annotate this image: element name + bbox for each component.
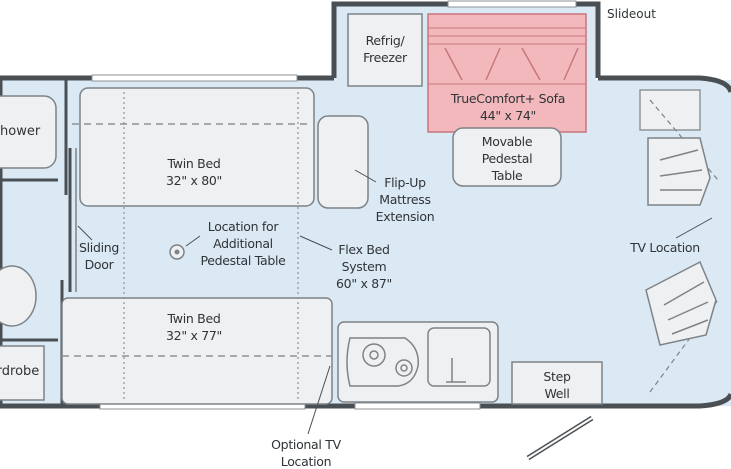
twin-bed-bottom-label-2: 32" x 77" (166, 328, 222, 343)
passenger-seat (645, 260, 717, 346)
sink (427, 327, 491, 387)
optional-tv-label-1: Optional TV (271, 437, 341, 452)
wardrobe-label: Wardrobe (0, 364, 39, 379)
sofa-label-2: 44" x 74" (480, 108, 536, 123)
twin-bed-bottom: Twin Bed 32" x 77" (61, 297, 333, 405)
flexbed-label-2: System (342, 259, 387, 274)
location-label-2: Additional (213, 236, 273, 251)
shower: Shower (0, 95, 57, 169)
movable-label-1: Movable (482, 134, 533, 149)
twin-bed-bottom-label-1: Twin Bed (167, 311, 221, 326)
movable-label-3: Table (491, 168, 523, 183)
stove (346, 337, 419, 387)
step-well-label-1: Step (543, 369, 571, 384)
tv-location-label: TV Location (629, 240, 700, 255)
twin-bed-top: Twin Bed 32" x 80" (79, 87, 315, 207)
twin-bed-top-label-2: 32" x 80" (166, 173, 222, 188)
flipup-label-1: Flip-Up (384, 175, 426, 190)
shower-label: Shower (0, 124, 41, 139)
flipup-label-2: Mattress (379, 192, 430, 207)
movable-label-2: Pedestal (482, 151, 533, 166)
flexbed-label-1: Flex Bed (338, 242, 389, 257)
refrig-label-2: Freezer (363, 50, 408, 65)
flip-up-mattress-extension (317, 115, 369, 209)
step-well-label-2: Well (544, 386, 569, 401)
driver-seat (647, 137, 711, 206)
refrigerator: Refrig/ Freezer (347, 13, 423, 87)
flex-bed-dotted (123, 92, 299, 400)
flexbed-label-3: 60" x 87" (336, 276, 392, 291)
sofa: TrueComfort+ Sofa 44" x 74" (427, 13, 587, 133)
refrig-label-1: Refrig/ (366, 33, 406, 48)
pedestal-location-marker (169, 244, 185, 260)
windows (91, 0, 577, 410)
sliding-door (68, 148, 77, 292)
twin-bed-top-label-1: Twin Bed (167, 156, 221, 171)
slideout-label: Slideout (607, 7, 656, 21)
optional-tv-label-2: Location (281, 454, 331, 469)
toilet (0, 265, 37, 327)
step-well: Step Well (511, 361, 603, 405)
entry-door (526, 415, 594, 461)
sliding-door-label-1: Sliding (79, 240, 119, 255)
wardrobe: Wardrobe (0, 345, 45, 401)
movable-pedestal-table: Movable Pedestal Table (452, 127, 562, 187)
sliding-door-label-2: Door (85, 257, 115, 272)
flex-bed-outline (62, 123, 332, 357)
location-label-1: Location for (208, 219, 280, 234)
flipup-label-3: Extension (376, 209, 435, 224)
sofa-label-1: TrueComfort+ Sofa (450, 91, 565, 106)
location-label-3: Pedestal Table (200, 253, 286, 268)
